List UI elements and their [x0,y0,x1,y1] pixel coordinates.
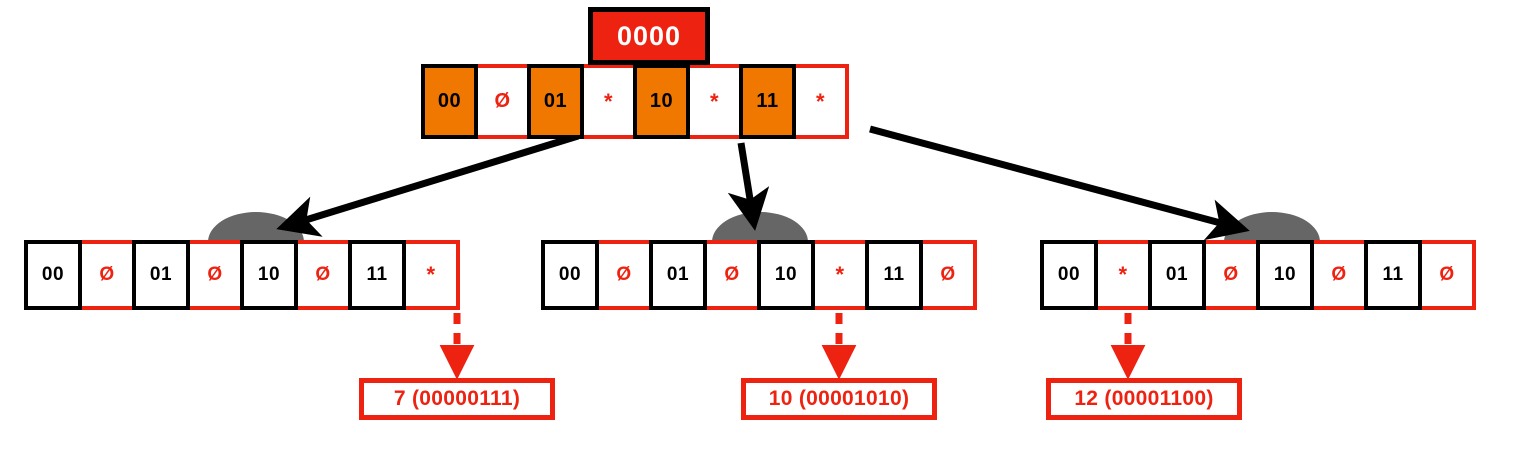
root-cell-5-label: * [709,88,720,114]
root-cell-1-label: Ø [494,90,511,112]
child-1-cell-3-label: Ø [724,264,740,285]
child-2-cell-0-label: 00 [1057,264,1081,285]
mound-child-1 [712,212,808,242]
child-0-cell-0-label: 00 [41,264,65,285]
child-0-pointer-cell-3[interactable]: Ø [186,240,244,310]
root-cell-2-label: 01 [543,90,568,112]
child-1-key-cell-0[interactable]: 00 [541,240,599,310]
child-node-2[interactable]: 00 * 01 Ø 10 Ø 11 Ø [1040,240,1476,310]
child-0-pointer-cell-5[interactable]: Ø [294,240,352,310]
child-0-cell-3-label: Ø [207,264,223,285]
leaf-value-box-1: 10 (00001010) [741,378,937,420]
child-0-key-cell-2[interactable]: 01 [132,240,190,310]
edge-root-to-child-2 [869,125,1250,241]
child-0-pointer-cell-7[interactable]: * [402,240,460,310]
child-2-pointer-cell-7[interactable]: Ø [1418,240,1476,310]
child-0-key-cell-0[interactable]: 00 [24,240,82,310]
child-0-cell-6-label: 11 [366,264,388,285]
child-2-cell-4-label: 10 [1273,264,1297,285]
child-2-pointer-cell-1[interactable]: * [1094,240,1152,310]
root-pointer-cell-5[interactable]: * [686,64,743,139]
child-1-key-cell-4[interactable]: 10 [757,240,815,310]
root-cell-6-label: 11 [756,90,779,112]
child-1-pointer-cell-3[interactable]: Ø [703,240,761,310]
child-1-pointer-cell-5[interactable]: * [811,240,869,310]
leaf-value-box-0: 7 (00000111) [359,378,555,420]
child-2-pointer-cell-3[interactable]: Ø [1202,240,1260,310]
child-0-cell-7-label: * [426,262,436,288]
root-pointer-cell-1[interactable]: Ø [474,64,531,139]
child-2-cell-2-label: 01 [1165,264,1189,285]
leaf-value-box-2: 12 (00001100) [1046,378,1242,420]
child-1-cell-7-label: Ø [940,264,956,285]
child-2-key-cell-4[interactable]: 10 [1256,240,1314,310]
child-0-cell-5-label: Ø [315,264,331,285]
edge-root-to-child-0 [276,132,580,237]
root-key-cell-0[interactable]: 00 [421,64,478,139]
root-key-cell-4[interactable]: 10 [633,64,690,139]
child-0-cell-1-label: Ø [99,264,115,285]
child-1-cell-2-label: 01 [666,264,690,285]
child-node-1[interactable]: 00 Ø 01 Ø 10 * 11 Ø [541,240,977,310]
root-pointer-cell-7[interactable]: * [792,64,849,139]
child-2-cell-1-label: * [1118,262,1128,288]
child-2-key-cell-2[interactable]: 01 [1148,240,1206,310]
child-1-pointer-cell-1[interactable]: Ø [595,240,653,310]
root-cell-3-label: * [603,88,614,114]
root-key-cell-6[interactable]: 11 [739,64,796,139]
child-1-cell-5-label: * [835,262,845,288]
child-1-cell-0-label: 00 [558,264,582,285]
child-2-cell-5-label: Ø [1331,264,1347,285]
root-key-cell-2[interactable]: 01 [527,64,584,139]
edge-root-to-child-1 [727,142,770,231]
root-pointer-cell-3[interactable]: * [580,64,637,139]
child-0-cell-2-label: 01 [149,264,173,285]
child-2-cell-3-label: Ø [1223,264,1239,285]
child-0-key-cell-6[interactable]: 11 [348,240,406,310]
mound-child-2 [1224,212,1320,242]
root-node[interactable]: 00 Ø 01 * 10 * 11 * [421,64,849,139]
child-2-pointer-cell-5[interactable]: Ø [1310,240,1368,310]
child-2-key-cell-6[interactable]: 11 [1364,240,1422,310]
root-cell-4-label: 10 [649,90,674,112]
child-1-pointer-cell-7[interactable]: Ø [919,240,977,310]
child-2-cell-7-label: Ø [1439,264,1455,285]
child-0-key-cell-4[interactable]: 10 [240,240,298,310]
child-0-cell-4-label: 10 [257,264,281,285]
child-1-key-cell-6[interactable]: 11 [865,240,923,310]
root-cell-0-label: 00 [437,90,462,112]
child-1-cell-1-label: Ø [616,264,632,285]
mound-child-0 [208,212,304,242]
child-2-cell-6-label: 11 [1382,264,1404,285]
child-2-key-cell-0[interactable]: 00 [1040,240,1098,310]
child-node-0[interactable]: 00 Ø 01 Ø 10 Ø 11 * [24,240,460,310]
child-0-pointer-cell-1[interactable]: Ø [78,240,136,310]
child-1-key-cell-2[interactable]: 01 [649,240,707,310]
root-cell-7-label: * [815,88,826,114]
child-1-cell-4-label: 10 [774,264,798,285]
child-1-cell-6-label: 11 [883,264,905,285]
root-label-box: 0000 [588,7,710,65]
